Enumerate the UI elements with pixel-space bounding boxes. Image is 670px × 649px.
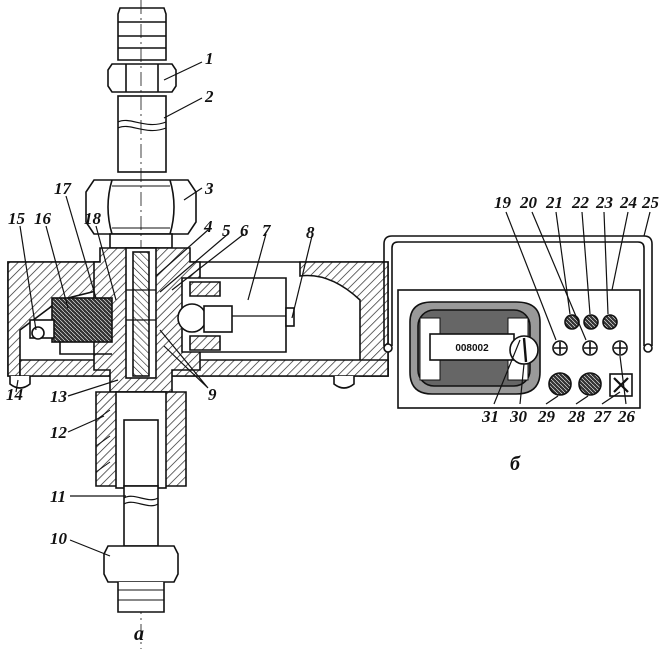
label-2: 2	[204, 87, 214, 106]
label-21: 21	[545, 193, 563, 212]
label-15: 15	[8, 209, 26, 228]
label-10: 10	[50, 529, 68, 548]
label-7: 7	[262, 221, 272, 240]
label-19: 19	[494, 193, 512, 212]
label-27: 27	[593, 407, 613, 426]
label-16: 16	[34, 209, 52, 228]
label-17: 17	[54, 179, 73, 198]
label-11: 11	[50, 487, 66, 506]
label-24: 24	[619, 193, 637, 212]
label-5: 5	[222, 221, 231, 240]
view-a-leaders	[15, 61, 313, 557]
label-23: 23	[595, 193, 614, 212]
label-14: 14	[6, 385, 23, 404]
label-22: 22	[571, 193, 590, 212]
label-3: 3	[204, 179, 214, 198]
label-26: 26	[617, 407, 636, 426]
label-20: 20	[519, 193, 538, 212]
label-25: 25	[641, 193, 660, 212]
caption-a: а	[134, 623, 144, 645]
label-4: 4	[203, 217, 213, 236]
view-b-leaders	[493, 211, 651, 405]
label-18: 18	[84, 209, 102, 228]
caption-b: б	[510, 453, 521, 475]
view-b-unit	[383, 235, 653, 409]
label-13: 13	[50, 387, 68, 406]
view-a-labels: 1 2 3 4 5 6 7 8 9 10 11 12 13 14 15 16 1…	[6, 49, 315, 645]
counter-readout: 008002	[455, 343, 489, 354]
label-30: 30	[509, 407, 528, 426]
label-8: 8	[306, 223, 315, 242]
label-29: 29	[537, 407, 556, 426]
label-28: 28	[567, 407, 586, 426]
label-9: 9	[208, 385, 217, 404]
label-6: 6	[240, 221, 249, 240]
label-12: 12	[50, 423, 68, 442]
view-a-assembly	[7, 0, 389, 649]
label-1: 1	[205, 49, 214, 68]
view-b-labels: 19 20 21 22 23 24 25 26 27 28 29 30 31 б	[481, 193, 660, 475]
label-31: 31	[481, 407, 499, 426]
